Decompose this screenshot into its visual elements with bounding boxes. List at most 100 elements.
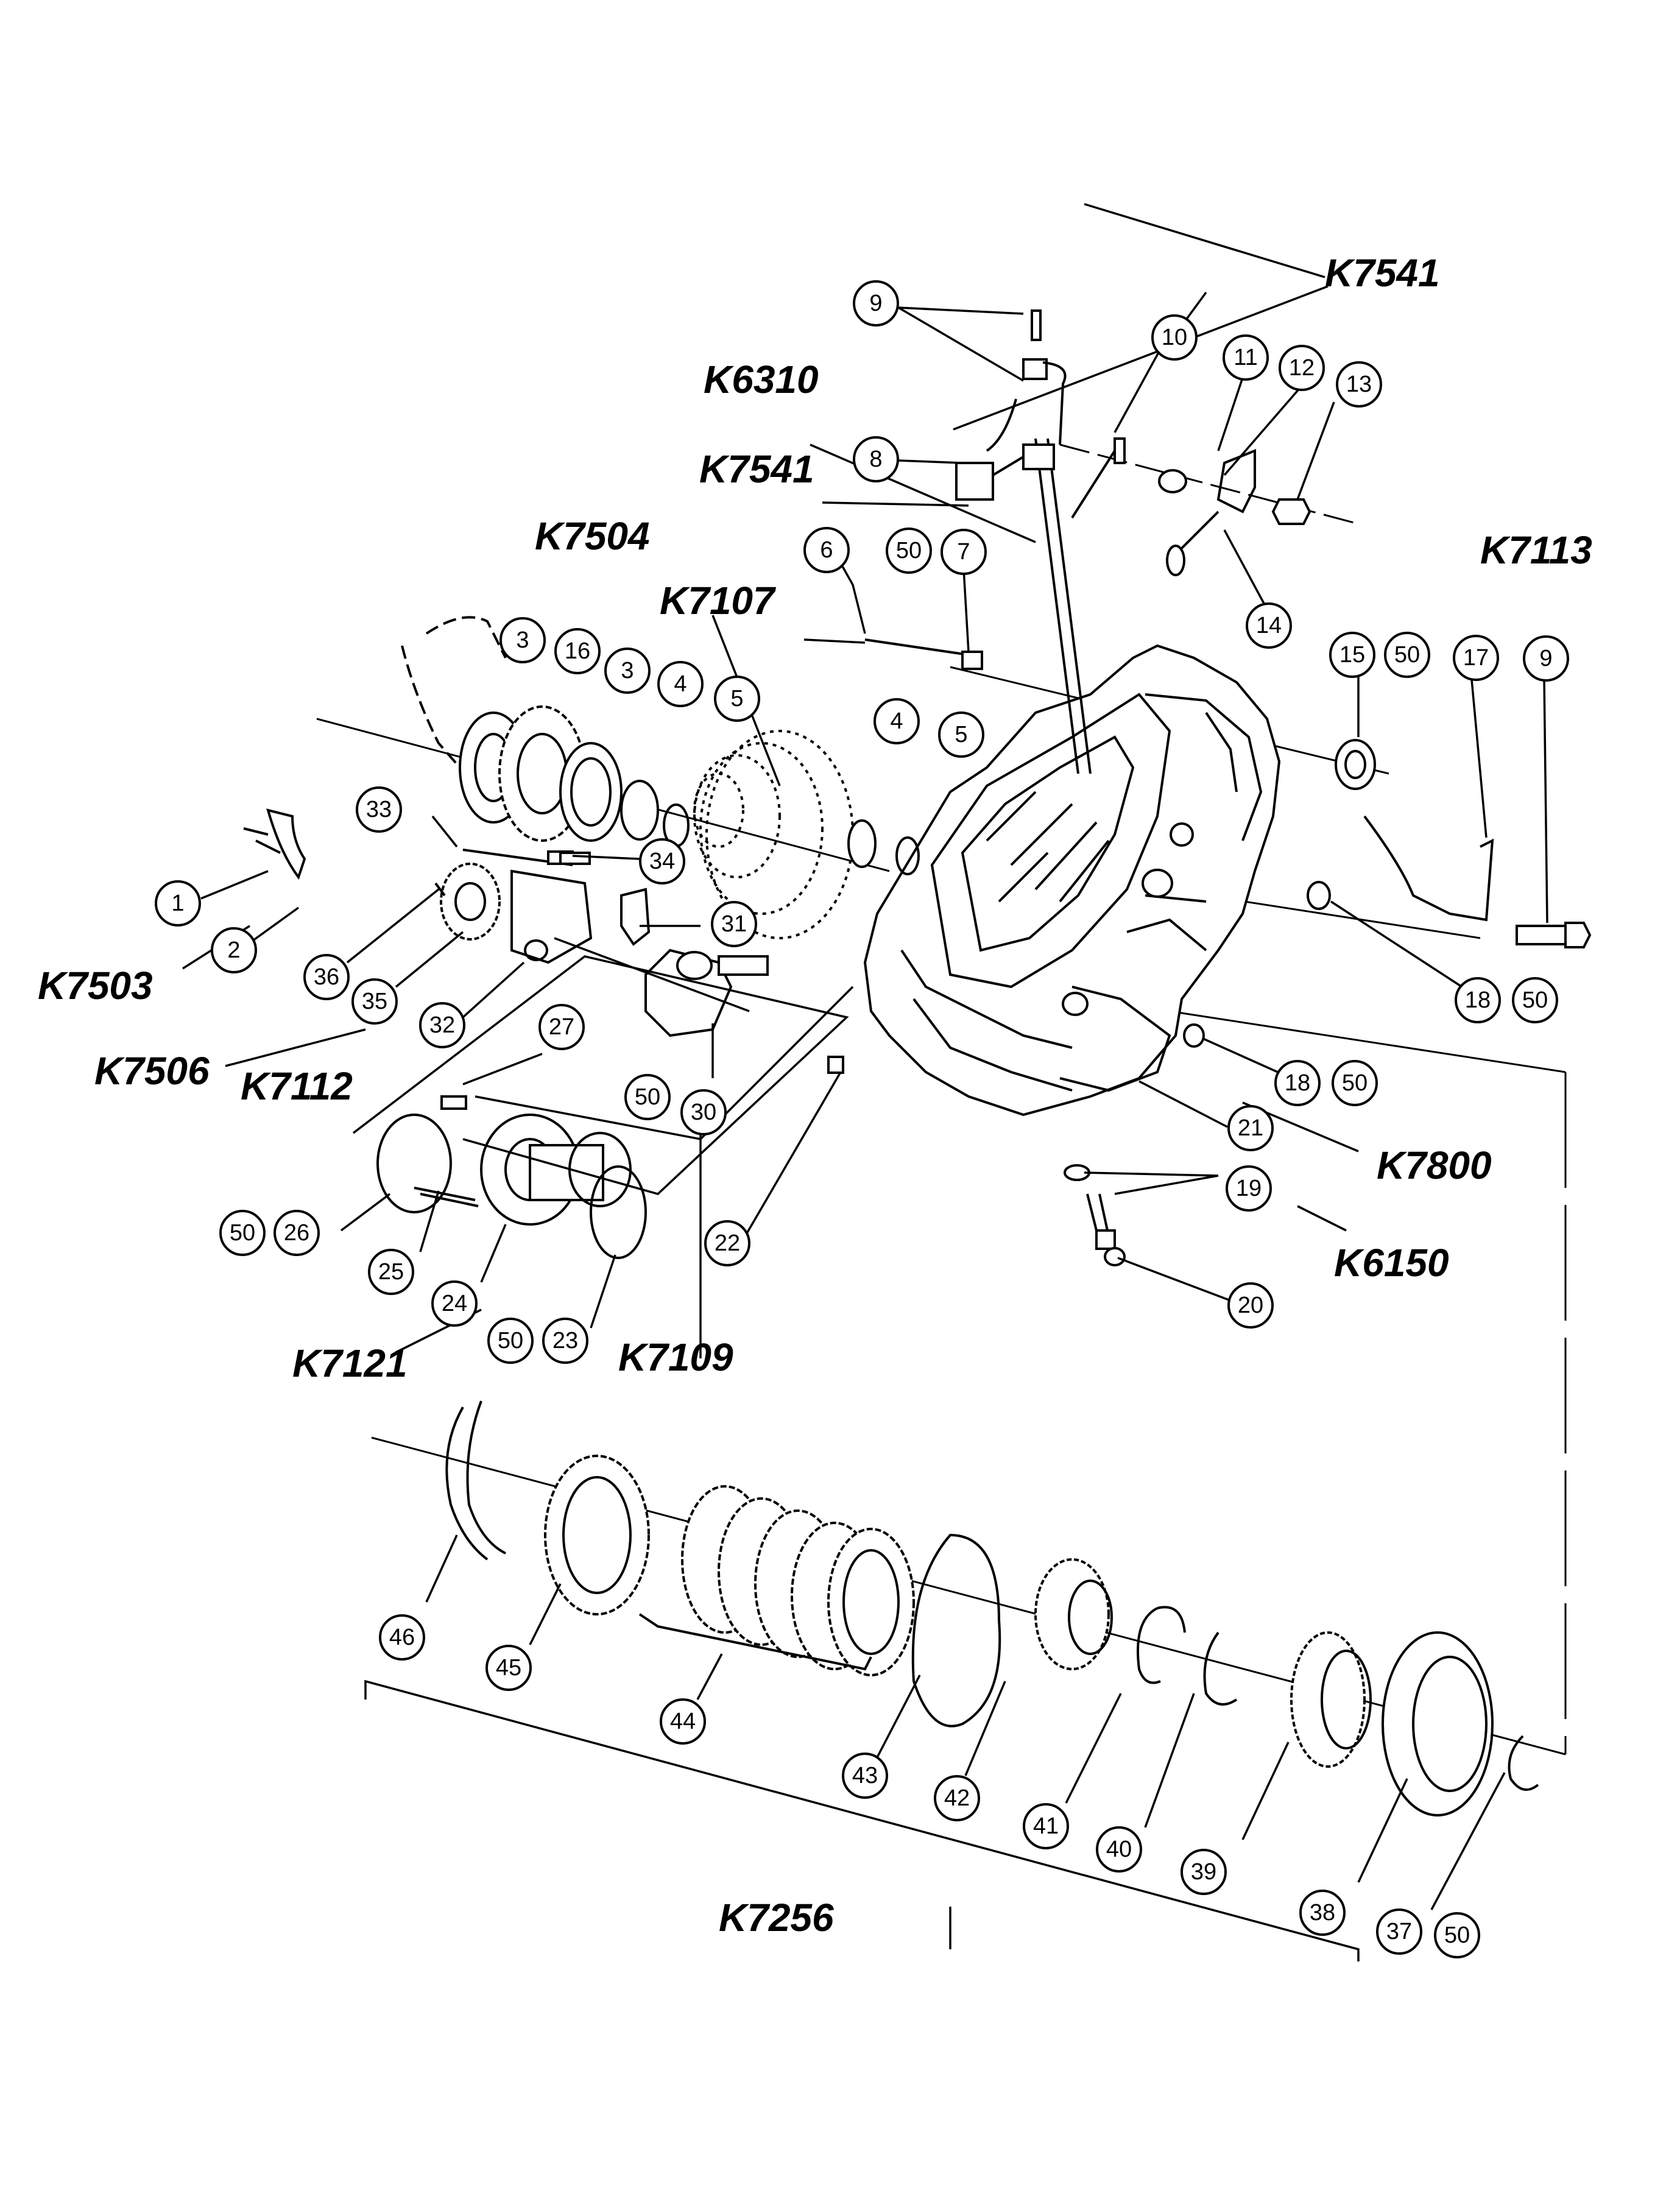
group-label-k7503: K7503: [38, 964, 153, 1008]
svg-text:50: 50: [1342, 1070, 1368, 1096]
dipstick-and-sensors: [827, 309, 1592, 1266]
callout-5: 5: [714, 676, 760, 722]
group-label-k7109: K7109: [618, 1335, 733, 1379]
callout-31: 31: [711, 901, 757, 947]
svg-text:9: 9: [1539, 646, 1552, 671]
svg-text:50: 50: [1394, 642, 1420, 668]
clutch-assembly: [445, 1400, 1539, 1816]
svg-text:40: 40: [1106, 1837, 1132, 1862]
callout-3: 3: [499, 617, 546, 663]
svg-text:33: 33: [366, 797, 392, 822]
pump-components: [434, 849, 651, 964]
svg-text:30: 30: [691, 1100, 716, 1125]
callout-9: 9: [1523, 635, 1569, 682]
callout-46: 46: [379, 1614, 425, 1661]
callout-18: 18: [1274, 1060, 1321, 1106]
svg-text:50: 50: [498, 1328, 523, 1354]
svg-text:43: 43: [852, 1763, 878, 1788]
callout-40: 40: [1096, 1826, 1142, 1873]
svg-text:18: 18: [1285, 1070, 1310, 1096]
svg-text:34: 34: [649, 849, 675, 874]
group-labels: K7541 K6310 K7541 K7504 K7107 K7113 K750…: [38, 251, 1592, 1940]
callout-36: 36: [303, 954, 350, 1000]
callout-50: 50: [1332, 1060, 1378, 1106]
filter-and-pump: [376, 948, 769, 1259]
group-label-k7107: K7107: [660, 579, 777, 623]
callouts: 1 2 3 16 3 4 5 4 5 6 50 7 8 9 10 11 12 1…: [155, 280, 1569, 1958]
callout-50: 50: [219, 1210, 266, 1256]
svg-text:15: 15: [1339, 642, 1365, 668]
svg-text:17: 17: [1463, 645, 1489, 671]
svg-text:42: 42: [944, 1785, 970, 1811]
svg-text:31: 31: [721, 911, 747, 937]
svg-text:2: 2: [227, 937, 240, 963]
callout-6: 6: [803, 527, 850, 573]
svg-text:24: 24: [442, 1291, 467, 1316]
svg-text:25: 25: [378, 1259, 404, 1285]
group-label-k6150: K6150: [1334, 1241, 1449, 1285]
svg-text:10: 10: [1162, 325, 1187, 350]
bracket-lines: [352, 937, 1360, 1961]
svg-text:35: 35: [362, 989, 387, 1014]
callout-19: 19: [1226, 1165, 1272, 1212]
svg-text:6: 6: [820, 537, 833, 563]
callout-27: 27: [538, 1004, 585, 1050]
svg-text:22: 22: [715, 1230, 740, 1256]
callout-41: 41: [1023, 1803, 1069, 1849]
callout-16: 16: [554, 628, 601, 674]
callout-4: 4: [874, 698, 920, 744]
svg-text:41: 41: [1033, 1813, 1059, 1839]
callout-12: 12: [1279, 345, 1325, 391]
callout-4: 4: [657, 661, 704, 707]
callout-25: 25: [368, 1249, 414, 1295]
callout-50: 50: [1434, 1912, 1480, 1958]
svg-text:14: 14: [1256, 613, 1282, 638]
group-label-k7112: K7112: [241, 1064, 353, 1108]
group-label-k7541: K7541: [1325, 251, 1440, 295]
svg-text:50: 50: [1522, 987, 1548, 1013]
callout-5: 5: [938, 711, 984, 758]
svg-text:50: 50: [896, 538, 922, 563]
svg-text:38: 38: [1310, 1900, 1335, 1926]
callout-17: 17: [1453, 635, 1499, 681]
svg-text:21: 21: [1238, 1115, 1263, 1141]
callout-33: 33: [356, 786, 402, 833]
drive-chain-assembly: [243, 616, 920, 939]
callout-50: 50: [886, 528, 932, 574]
callout-37: 37: [1376, 1908, 1422, 1955]
callout-44: 44: [660, 1698, 706, 1745]
svg-text:12: 12: [1289, 355, 1315, 381]
callout-35: 35: [351, 978, 398, 1025]
callout-39: 39: [1181, 1849, 1227, 1895]
callout-7: 7: [941, 529, 987, 575]
callout-24: 24: [431, 1280, 478, 1327]
callout-50: 50: [487, 1318, 534, 1364]
callout-23: 23: [542, 1318, 588, 1364]
group-label-k7541: K7541: [699, 447, 814, 491]
group-label-k7800: K7800: [1377, 1143, 1492, 1187]
callout-43: 43: [842, 1753, 888, 1799]
svg-text:50: 50: [230, 1220, 255, 1246]
group-label-k7113: K7113: [1480, 528, 1592, 572]
group-label-k7121: K7121: [292, 1341, 408, 1385]
svg-text:26: 26: [284, 1220, 309, 1246]
svg-text:18: 18: [1465, 987, 1491, 1013]
callout-30: 30: [680, 1089, 727, 1135]
svg-text:39: 39: [1191, 1859, 1216, 1885]
svg-text:7: 7: [957, 539, 970, 565]
callout-26: 26: [274, 1210, 320, 1256]
group-label-k7256: K7256: [719, 1896, 834, 1940]
callout-50: 50: [624, 1074, 671, 1120]
svg-text:37: 37: [1386, 1919, 1412, 1944]
callout-18: 18: [1455, 977, 1501, 1023]
callout-9: 9: [853, 280, 899, 327]
svg-text:50: 50: [635, 1084, 660, 1110]
callout-50: 50: [1512, 977, 1558, 1023]
svg-text:46: 46: [389, 1625, 415, 1650]
svg-text:20: 20: [1238, 1293, 1263, 1318]
callout-2: 2: [211, 927, 257, 973]
group-label-k6310: K6310: [704, 358, 819, 401]
svg-text:11: 11: [1234, 345, 1257, 370]
callout-8: 8: [853, 436, 899, 482]
